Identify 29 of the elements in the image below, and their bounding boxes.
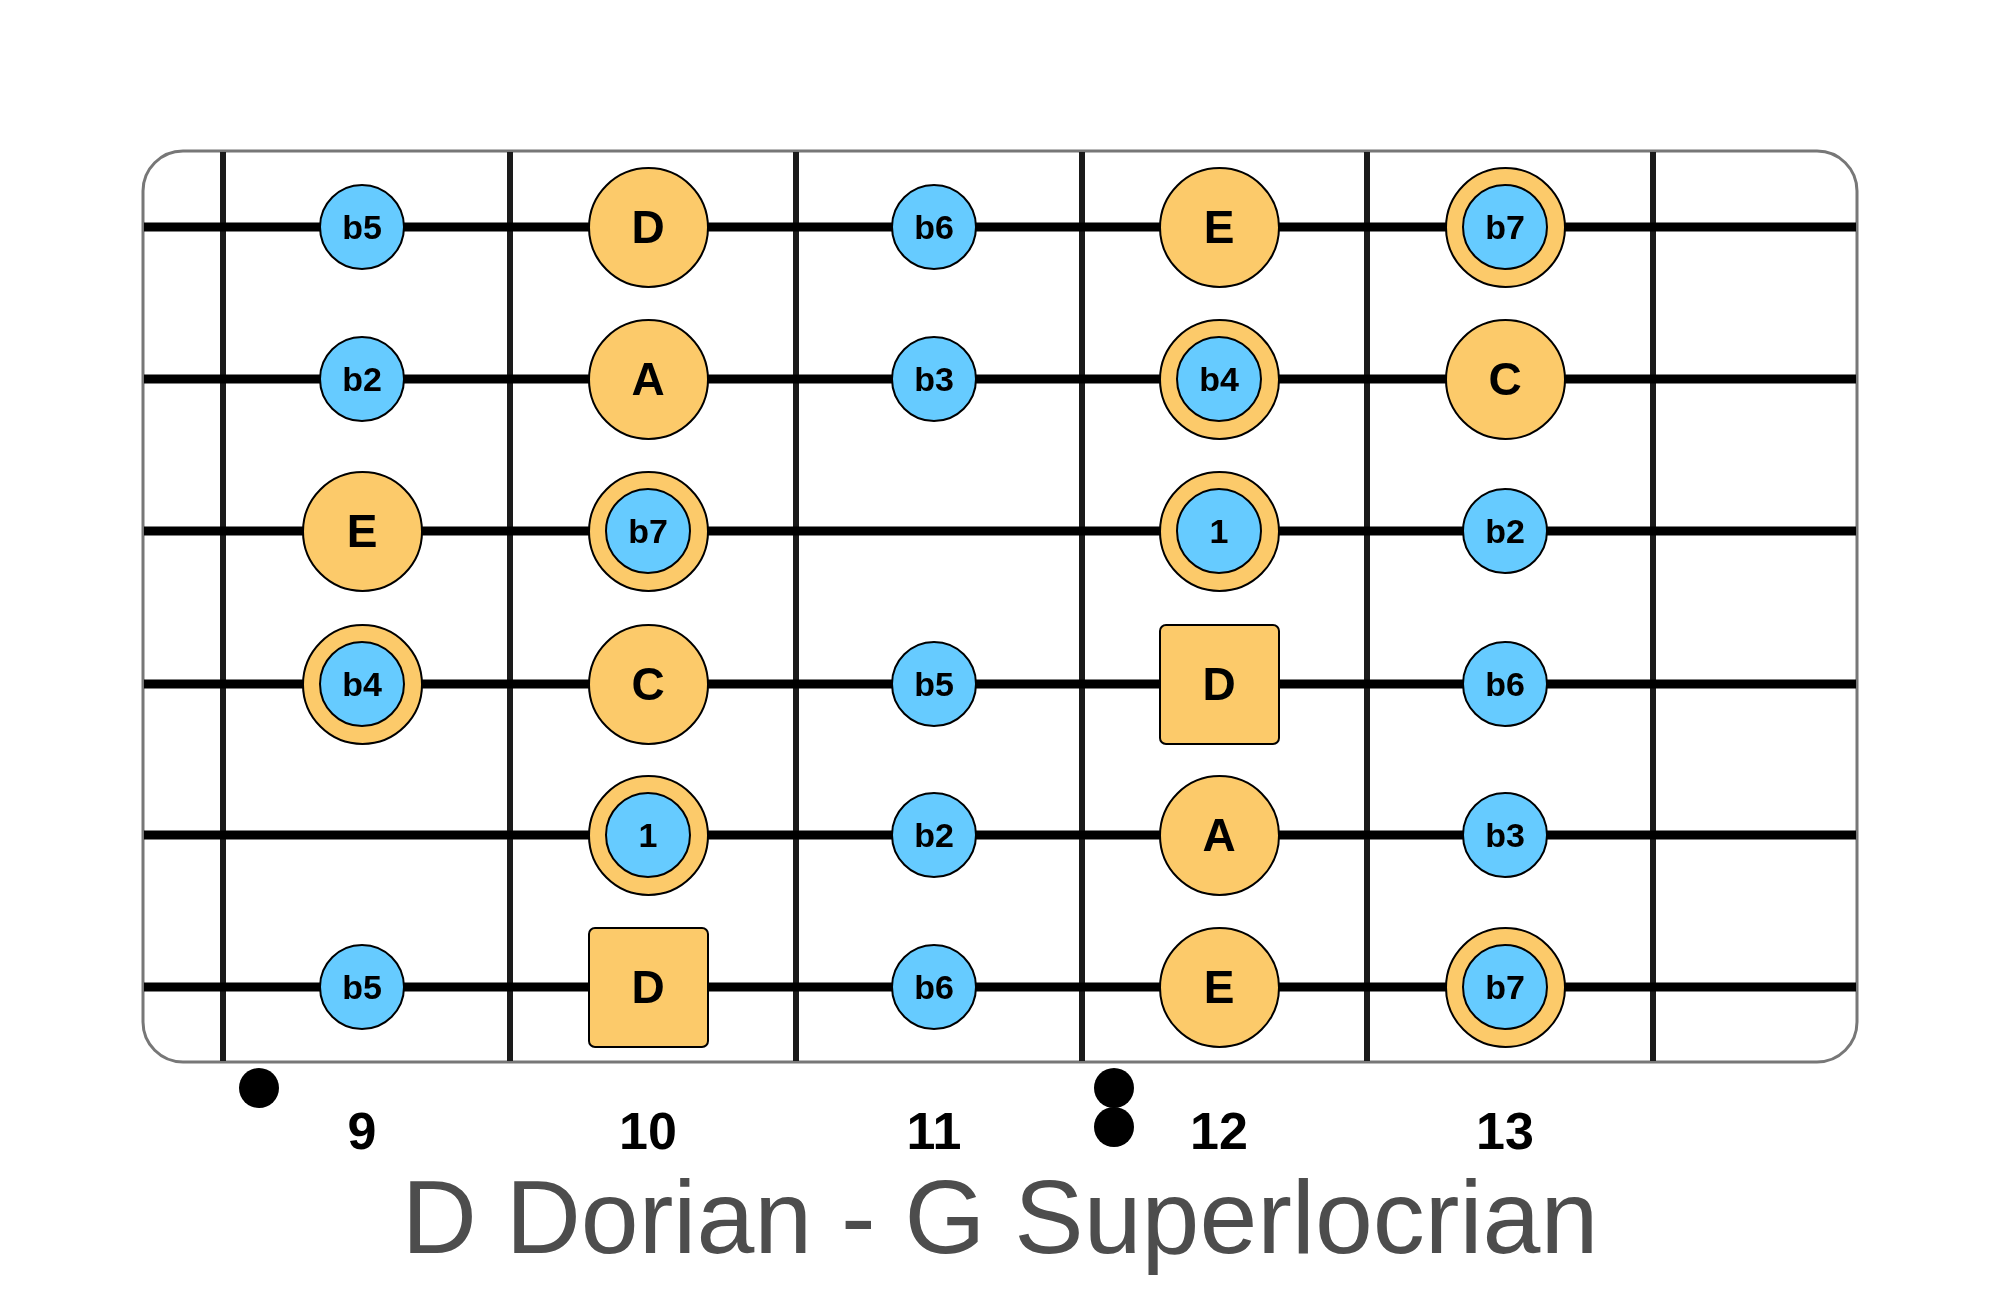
fret-number: 9 <box>347 1101 377 1162</box>
note-marker: A <box>587 318 709 440</box>
interval-marker: b7 <box>1462 184 1548 270</box>
note-marker: C <box>587 623 709 745</box>
interval-marker: b7 <box>1462 944 1548 1030</box>
interval-marker: b7 <box>605 488 691 574</box>
root-note-marker: D <box>587 926 709 1048</box>
interval-marker: b6 <box>891 184 977 270</box>
interval-marker: b3 <box>891 336 977 422</box>
interval-marker: b2 <box>891 792 977 878</box>
root-note-marker: D <box>1158 623 1280 745</box>
interval-marker: b4 <box>319 641 405 727</box>
interval-marker: b4 <box>1176 336 1262 422</box>
interval-marker: 1 <box>1176 488 1262 574</box>
interval-marker: b5 <box>891 641 977 727</box>
note-marker: A <box>1158 774 1280 896</box>
interval-marker: b3 <box>1462 792 1548 878</box>
note-marker: D <box>587 166 709 288</box>
interval-marker: b2 <box>1462 488 1548 574</box>
note-marker: C <box>1444 318 1566 440</box>
interval-marker: b6 <box>891 944 977 1030</box>
interval-marker: b5 <box>319 184 405 270</box>
interval-marker: 1 <box>605 792 691 878</box>
interval-marker: b2 <box>319 336 405 422</box>
interval-marker: b5 <box>319 944 405 1030</box>
interval-marker: b6 <box>1462 641 1548 727</box>
note-marker: E <box>301 470 423 592</box>
note-marker: E <box>1158 166 1280 288</box>
note-marker: E <box>1158 926 1280 1048</box>
